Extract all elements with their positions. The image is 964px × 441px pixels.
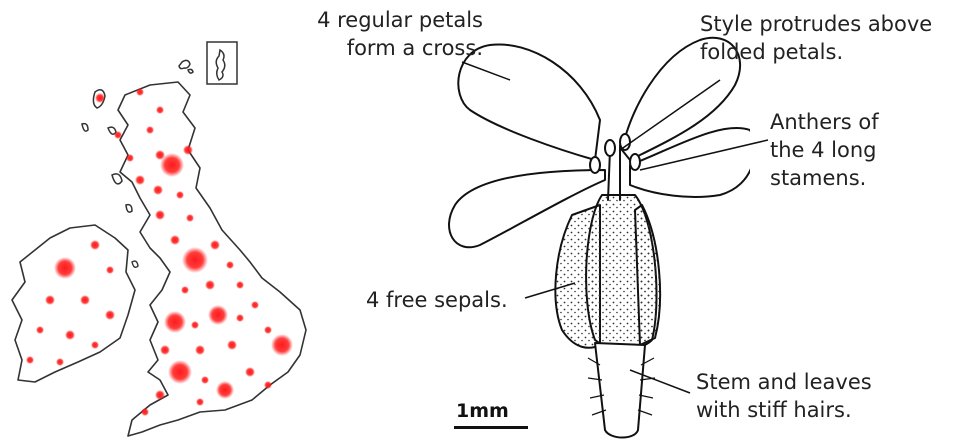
label-sepals-line1: 4 free sepals. — [366, 286, 508, 314]
label-style-line2: folded petals. — [700, 38, 932, 66]
label-petals: 4 regular petals form a cross. — [293, 6, 483, 62]
sepal-right — [635, 205, 660, 345]
anther — [590, 157, 600, 173]
orkney-islands — [179, 60, 193, 73]
label-stem-line2: with stiff hairs. — [696, 396, 872, 424]
great-britain-outline — [118, 82, 306, 436]
label-stem-line1: Stem and leaves — [696, 368, 872, 396]
label-petals-line1: 4 regular petals — [293, 6, 483, 34]
label-anthers: Anthers of the 4 long stamens. — [770, 108, 879, 192]
anther — [630, 154, 640, 170]
label-sepals: 4 free sepals. — [366, 286, 508, 314]
anther — [620, 134, 630, 150]
label-anthers-line2: the 4 long — [770, 136, 879, 164]
label-style: Style protrudes above folded petals. — [700, 10, 932, 66]
scale-bar-label: 1mm — [456, 400, 509, 422]
shetland-islands — [216, 50, 225, 80]
anther — [605, 140, 615, 156]
label-anthers-line1: Anthers of — [770, 108, 879, 136]
label-petals-line2: form a cross. — [293, 34, 483, 62]
label-style-line1: Style protrudes above — [700, 10, 932, 38]
distribution-map — [0, 0, 320, 441]
flower-stem — [595, 343, 645, 438]
scale-bar-line — [454, 426, 528, 429]
label-stem: Stem and leaves with stiff hairs. — [696, 368, 872, 424]
isle-of-man — [132, 261, 138, 267]
label-anthers-line3: stamens. — [770, 164, 879, 192]
